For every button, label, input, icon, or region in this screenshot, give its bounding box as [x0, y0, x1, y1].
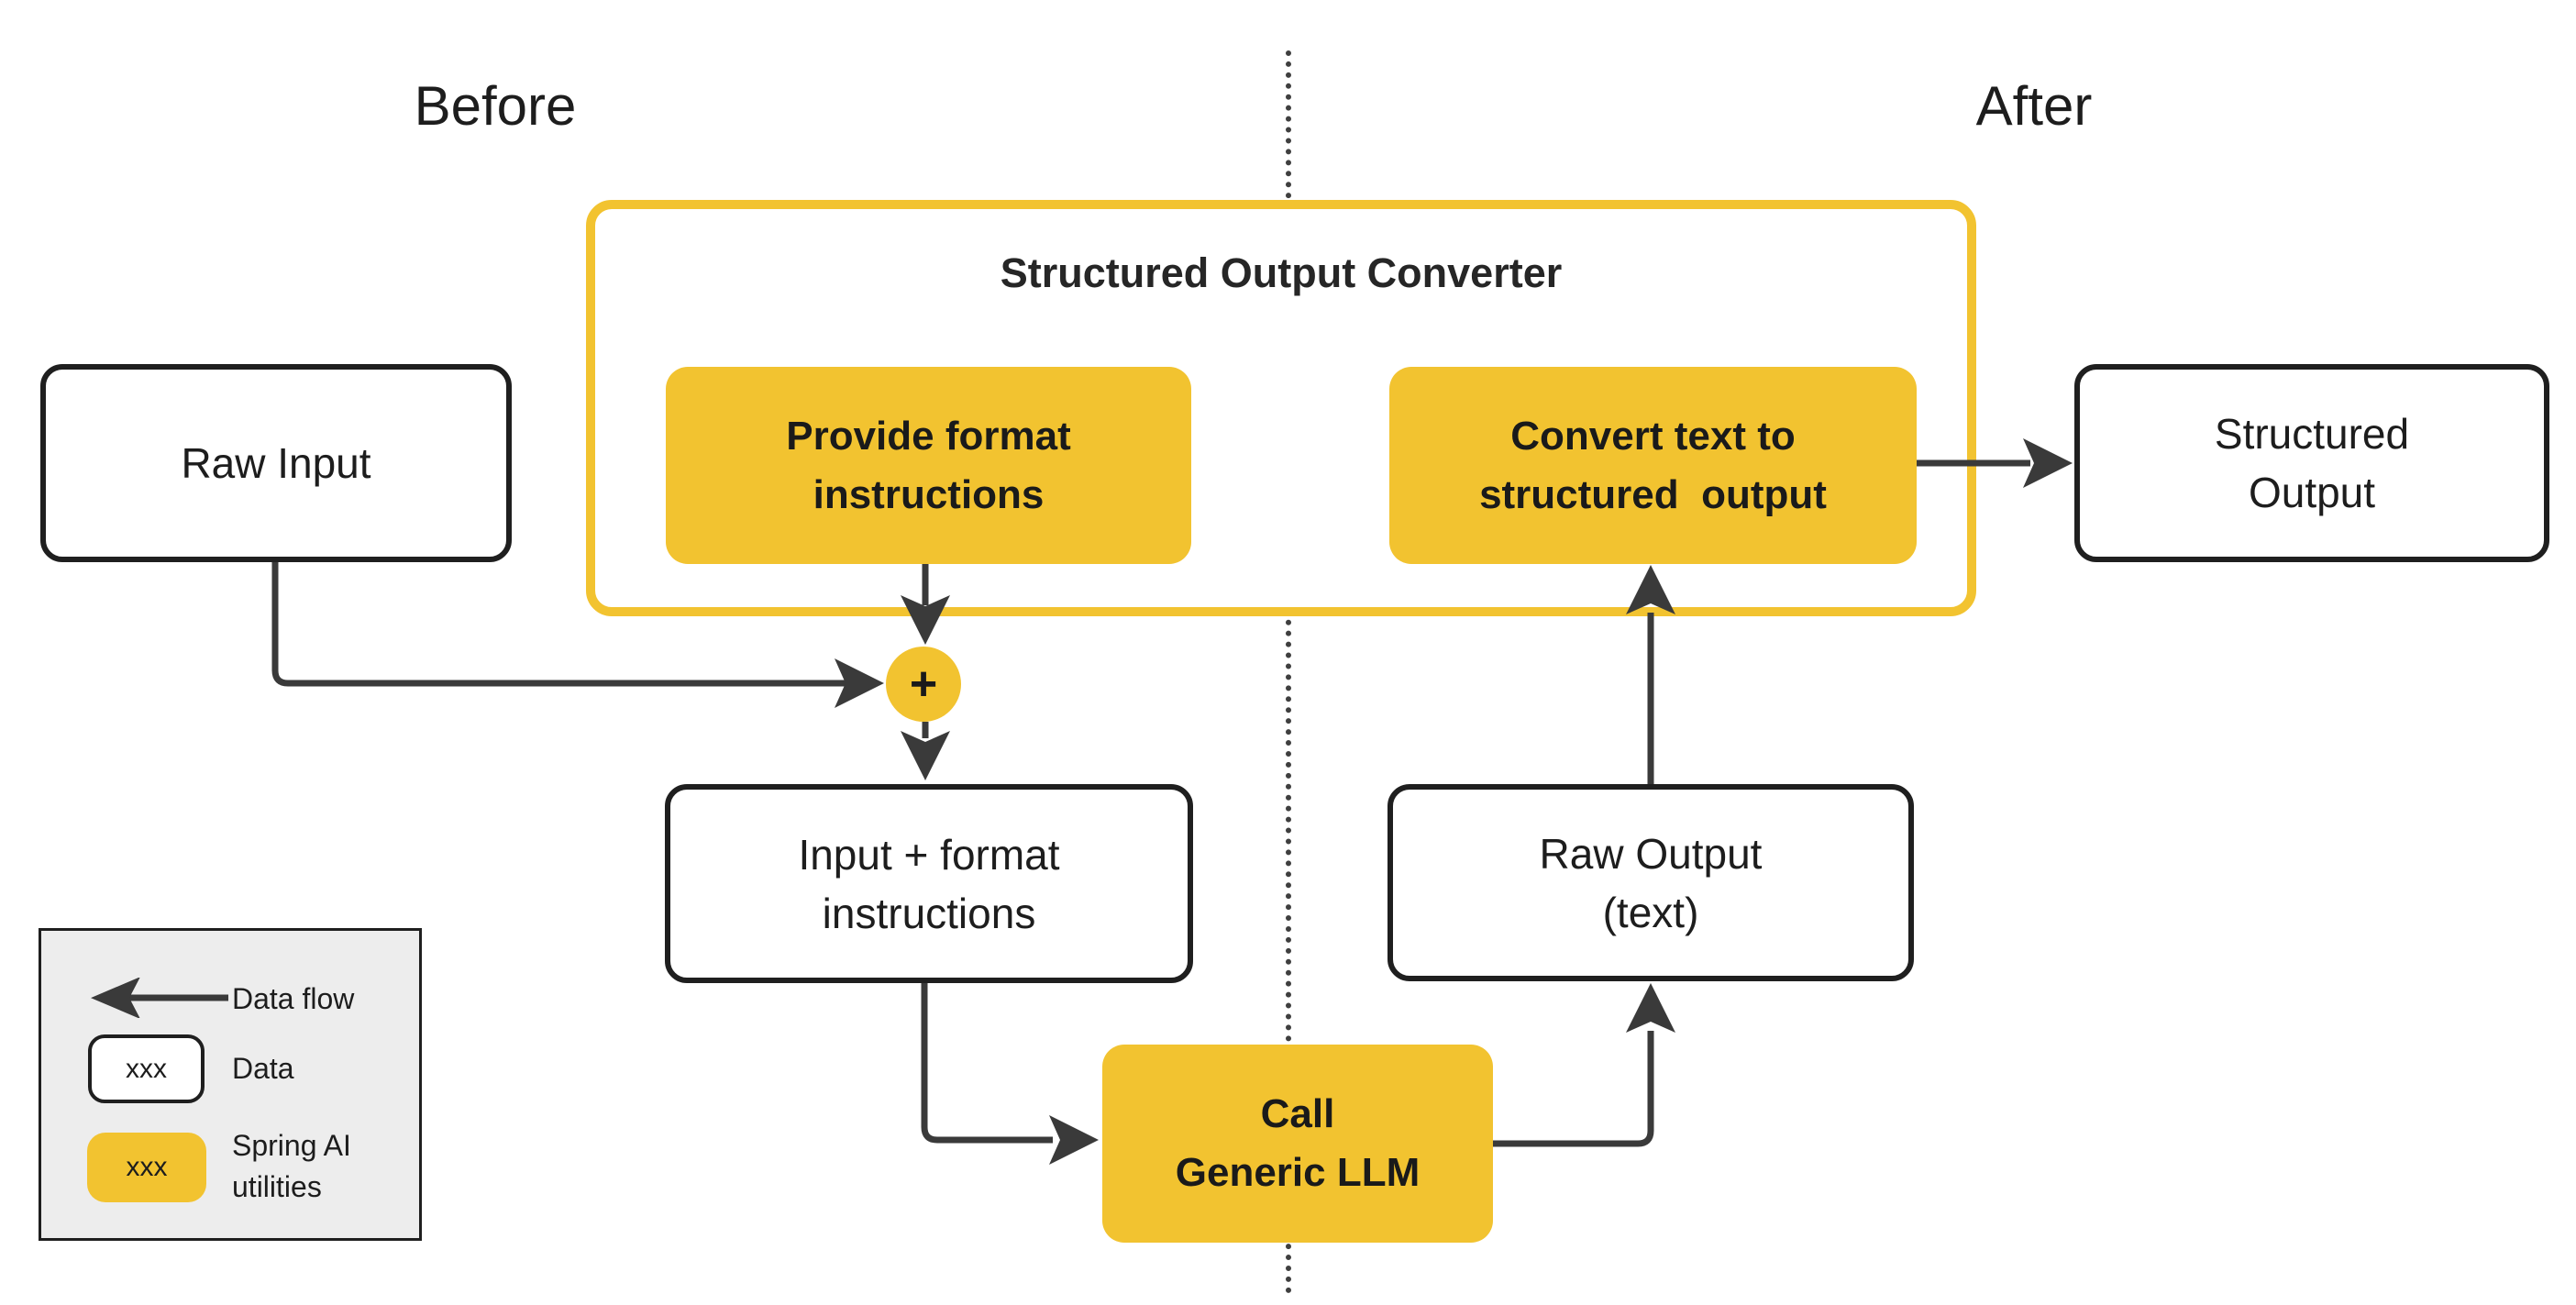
convert-text-label-line1: Convert text to [1510, 413, 1796, 459]
raw-output-label-line1: Raw Output [1539, 829, 1763, 878]
legend-spring-ai-chip: xxx [87, 1133, 206, 1202]
provide-format-label-line1: Provide format [786, 413, 1071, 459]
before-section-label: Before [414, 75, 577, 137]
input-format-label-line1: Input + format [798, 830, 1060, 879]
input-format-label-line2: instructions [822, 889, 1036, 937]
legend: Data flow xxx Data xxx Spring AI utiliti… [39, 928, 422, 1241]
arrowhead-into-structured-output [2023, 438, 2073, 488]
structured-output-label-line1: Structured [2214, 410, 2410, 458]
arrowhead-into-plus-left [835, 658, 884, 708]
before-after-divider-dotted-line [1286, 50, 1291, 1294]
structured-output-node: Structured Output [2074, 364, 2549, 562]
plus-icon: + [909, 658, 938, 711]
arrowhead-into-input-format [901, 731, 950, 780]
arrowhead-into-call-llm [1049, 1115, 1099, 1165]
call-llm-label-line2: Generic LLM [1175, 1150, 1421, 1195]
legend-spring-ai-chip-text: xxx [126, 1152, 168, 1182]
after-section-label: After [1975, 75, 2093, 137]
input-format-node: Input + format instructions [665, 784, 1193, 983]
call-generic-llm-node: Call Generic LLM [1102, 1045, 1493, 1243]
legend-data-label: Data [232, 1052, 294, 1085]
arrow-call-llm-to-raw-output [1493, 1031, 1654, 1147]
arrow-raw-input-to-plus [271, 562, 871, 687]
provide-format-label-line2: instructions [813, 471, 1045, 517]
converter-title: Structured Output Converter [1000, 249, 1563, 296]
arrowhead-into-plus-top [901, 595, 950, 645]
legend-spring-ai-label: Spring AI utilities [232, 1129, 351, 1203]
plus-merge-node: + [886, 647, 961, 722]
legend-data-chip: xxx [88, 1034, 205, 1103]
call-llm-label-line1: Call [1260, 1091, 1335, 1136]
convert-text-node: Convert text to structured output [1389, 367, 1917, 564]
arrowhead-into-raw-output [1626, 983, 1675, 1033]
provide-format-node: Provide format instructions [666, 367, 1191, 564]
convert-text-label-line2: structured output [1479, 471, 1827, 517]
raw-input-node: Raw Input [40, 364, 512, 562]
arrow-input-format-to-call-llm [921, 983, 1053, 1144]
raw-output-label-line2: (text) [1602, 888, 1699, 936]
data-flow-arrow-icon [91, 978, 228, 1018]
legend-data-flow-label: Data flow [232, 982, 355, 1015]
structured-output-label-line2: Output [2248, 469, 2376, 516]
raw-output-node: Raw Output (text) [1388, 784, 1914, 981]
raw-input-label: Raw Input [181, 439, 371, 487]
legend-data-chip-text: xxx [126, 1053, 167, 1084]
arrowhead-into-convert-text [1626, 565, 1675, 614]
